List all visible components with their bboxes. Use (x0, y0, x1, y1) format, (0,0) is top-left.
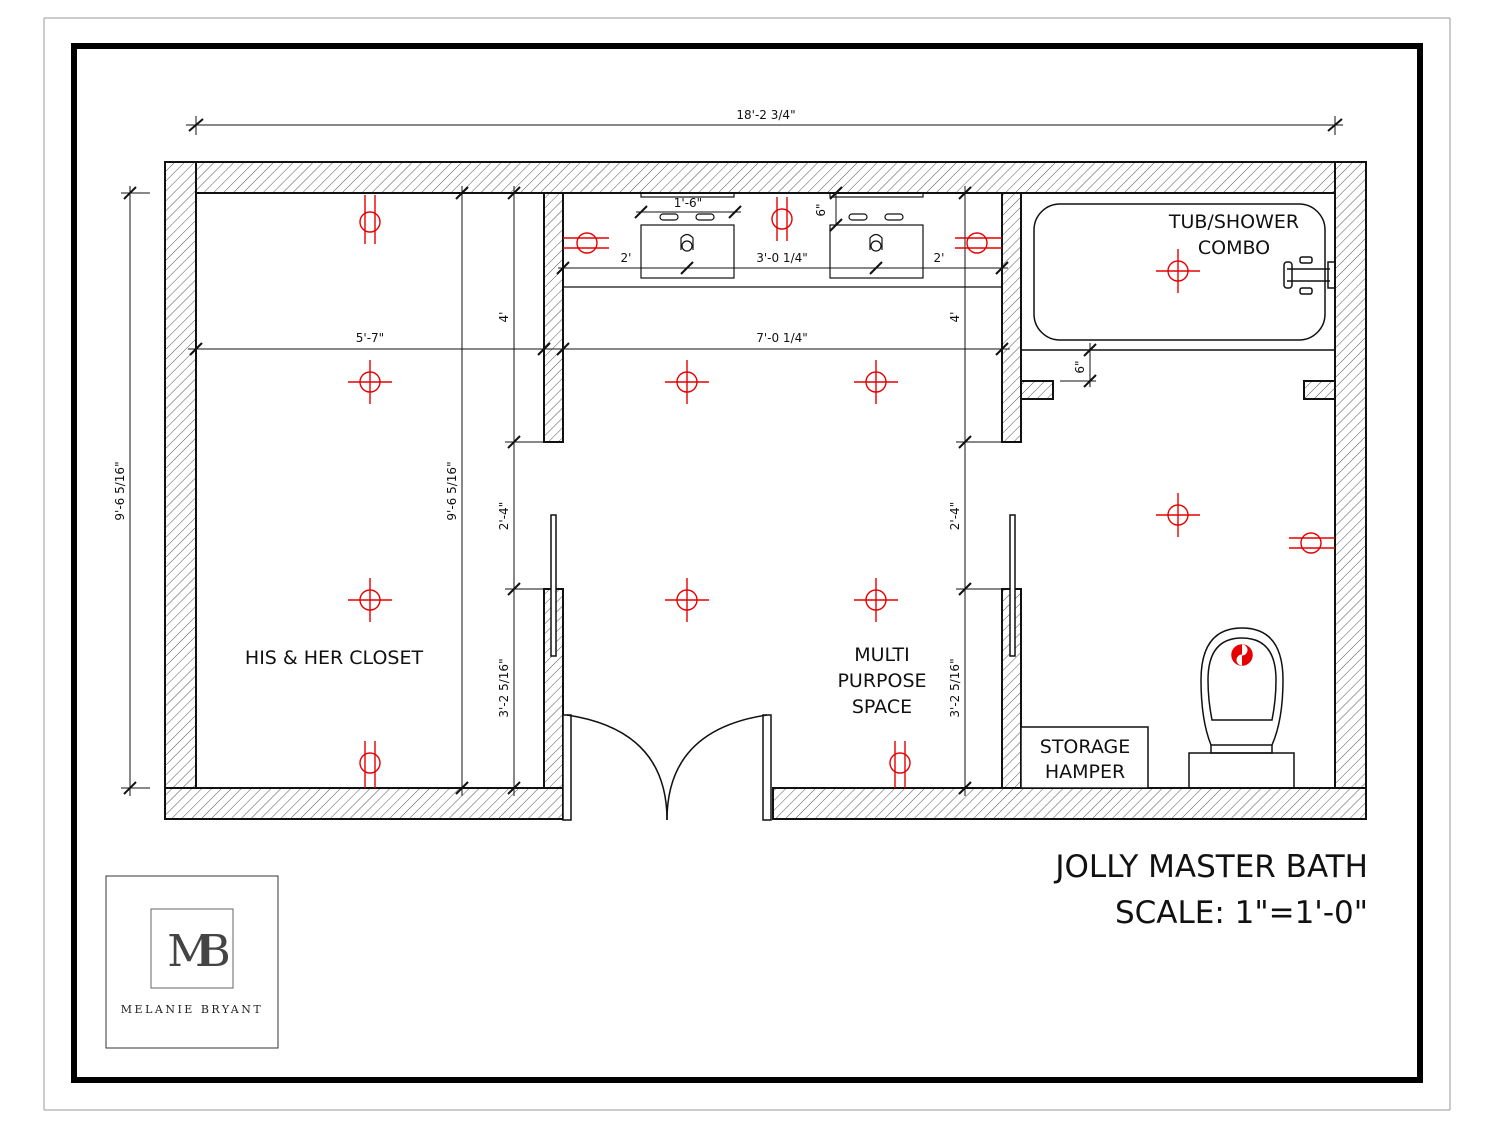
recessed-light-icon (854, 578, 898, 622)
outlet-icon (359, 741, 381, 788)
dim-right-upper: 4' (948, 312, 962, 323)
room-label-closet: HIS & HER CLOSET (245, 647, 424, 669)
interior-walls (543, 192, 1336, 789)
entry-door-right-swing (666, 714, 768, 821)
wall-right (1334, 161, 1367, 820)
room-label-tub-2: COMBO (1198, 237, 1270, 259)
sink-right (829, 224, 924, 279)
dim-closet-width: 5'-7" (356, 331, 384, 345)
recessed-light-icon (348, 578, 392, 622)
storage-hamper (1020, 726, 1149, 789)
closet-sliding-door[interactable] (550, 514, 557, 657)
exterior-walls (164, 161, 1367, 820)
dim-sink-spacing: 3'-0 1/4" (756, 251, 808, 265)
room-label-storage-1: STORAGE (1040, 736, 1130, 758)
dimension-labels: 18'-2 3/4" 9'-6 5/16" 9'-6 5/16" 5'-7" 7… (113, 108, 1087, 718)
entry-door-left-leaf[interactable] (562, 714, 572, 821)
sink-left (640, 224, 735, 279)
outlet-icon (955, 232, 1002, 254)
wall-bottom-right (772, 787, 1367, 820)
recessed-light-icon (854, 360, 898, 404)
vanity (563, 192, 1002, 288)
entry-door-right-leaf[interactable] (762, 714, 772, 821)
page-frame (43, 17, 1451, 1111)
wall-right-nib (1303, 380, 1336, 400)
wall-top (164, 161, 1367, 194)
light-fixtures (348, 195, 1335, 788)
dim-tub-offset: 6" (1073, 360, 1087, 373)
entry-door-left-swing (566, 714, 668, 821)
designer-logo: MB MELANIE BRYANT (105, 875, 279, 1049)
dim-left-lower: 3'-2 5/16" (497, 658, 511, 717)
recessed-light-icon (1156, 249, 1200, 293)
title-block: JOLLY MASTER BATH SCALE: 1"=1'-0" (1053, 849, 1368, 931)
wall-left (164, 161, 197, 820)
dim-sink-width: 1'-6" (674, 196, 702, 210)
dim-center-width: 7'-0 1/4" (756, 331, 808, 345)
wall-bath-nib (1020, 380, 1054, 400)
toilet (1188, 627, 1295, 789)
wall-bottom-left (164, 787, 564, 820)
drawing-scale: SCALE: 1"=1'-0" (1115, 895, 1368, 931)
dim-closet-height: 9'-6 5/16" (445, 461, 459, 520)
recessed-light-icon (665, 360, 709, 404)
recessed-light-icon (1156, 493, 1200, 537)
dim-left-clear: 2' (621, 251, 632, 265)
outlet-icon (771, 197, 793, 241)
dim-left-upper: 4' (497, 312, 511, 323)
logo-name: MELANIE BRYANT (121, 1003, 263, 1016)
outlet-icon (1289, 532, 1335, 554)
dim-right-lower: 3'-2 5/16" (948, 658, 962, 717)
room-label-multi-2: PURPOSE (837, 670, 926, 692)
room-label-multi-1: MULTI (854, 644, 909, 666)
sliding-doors (550, 514, 1016, 657)
outlet-icon (563, 232, 609, 254)
tub-shower (1021, 203, 1336, 351)
room-label-tub-1: TUB/SHOWER (1168, 211, 1299, 233)
room-label-multi-3: SPACE (852, 696, 912, 718)
bath-sliding-door[interactable] (1009, 514, 1016, 657)
dim-overall-width: 18'-2 3/4" (736, 108, 795, 122)
entry-doors[interactable] (562, 714, 772, 821)
outlet-icon (359, 195, 381, 244)
drawing-title: JOLLY MASTER BATH (1053, 849, 1368, 885)
recessed-light-icon (348, 360, 392, 404)
dim-right-mid: 2'-4" (948, 502, 962, 530)
dim-sink-offset: 6" (814, 203, 828, 216)
outlet-icon (889, 741, 911, 788)
room-labels: HIS & HER CLOSET MULTI PURPOSE SPACE TUB… (245, 211, 1299, 783)
dim-left-mid: 2'-4" (497, 502, 511, 530)
dimension-lines (121, 116, 1343, 796)
room-label-storage-2: HAMPER (1045, 761, 1125, 783)
wall-closet-upper (543, 192, 564, 443)
dim-right-clear: 2' (934, 251, 945, 265)
recessed-light-icon (665, 578, 709, 622)
wall-bath-upper (1001, 192, 1022, 443)
dim-overall-height: 9'-6 5/16" (113, 461, 127, 520)
